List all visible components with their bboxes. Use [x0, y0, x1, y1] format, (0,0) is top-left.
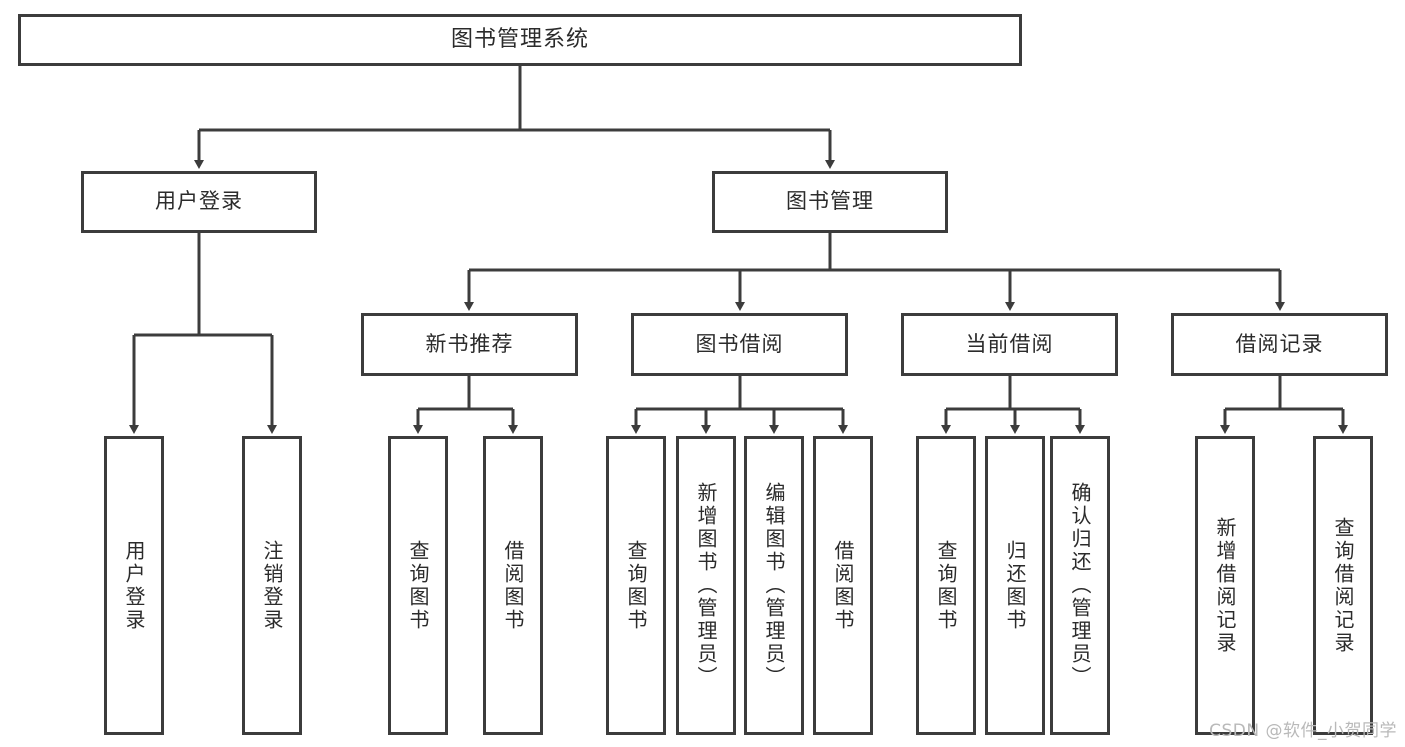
node-label: 借阅图书: [501, 539, 525, 632]
leaf-book-borrow-query[interactable]: 查询图书: [606, 436, 666, 735]
node-book-borrow[interactable]: 图书借阅: [631, 313, 848, 376]
node-label: 图书管理: [786, 189, 874, 214]
node-label: 借阅图书: [831, 539, 855, 632]
node-label: 查询图书: [934, 539, 958, 632]
node-label: 当前借阅: [965, 331, 1054, 356]
node-label: 归还图书: [1003, 539, 1027, 632]
leaf-book-borrow-add[interactable]: 新增图书（管理员）: [676, 436, 736, 735]
leaf-book-borrow-borrow[interactable]: 借阅图书: [813, 436, 873, 735]
leaf-borrow-record-query[interactable]: 查询借阅记录: [1313, 436, 1373, 735]
node-label: 查询借阅记录: [1331, 516, 1355, 655]
node-label: 用户登录: [122, 539, 146, 632]
leaf-current-borrow-return[interactable]: 归还图书: [985, 436, 1045, 735]
leaf-book-borrow-edit[interactable]: 编辑图书（管理员）: [744, 436, 804, 735]
leaf-borrow-record-add[interactable]: 新增借阅记录: [1195, 436, 1255, 735]
node-current-borrow[interactable]: 当前借阅: [901, 313, 1118, 376]
leaf-new-book-query[interactable]: 查询图书: [388, 436, 448, 735]
csdn-watermark: CSDN @软件_小贺同学: [1209, 721, 1397, 741]
node-label: 编辑图书（管理员）: [762, 482, 786, 689]
node-label: 新增图书（管理员）: [694, 482, 718, 689]
node-borrow-record[interactable]: 借阅记录: [1171, 313, 1388, 376]
node-label: 注销登录: [260, 539, 284, 632]
leaf-current-borrow-query[interactable]: 查询图书: [916, 436, 976, 735]
node-label: 查询图书: [406, 539, 430, 632]
node-label: 用户登录: [155, 189, 243, 214]
node-label: 图书借阅: [695, 331, 784, 356]
node-label: 借阅记录: [1235, 331, 1324, 356]
node-user-login[interactable]: 用户登录: [81, 171, 317, 233]
node-root-book-management-system[interactable]: 图书管理系统: [18, 14, 1022, 66]
leaf-user-login-login[interactable]: 用户登录: [104, 436, 164, 735]
leaf-user-login-logout[interactable]: 注销登录: [242, 436, 302, 735]
node-label: 新增借阅记录: [1213, 516, 1237, 655]
node-new-book-recommend[interactable]: 新书推荐: [361, 313, 578, 376]
leaf-current-borrow-confirm-return[interactable]: 确认归还（管理员）: [1050, 436, 1110, 735]
leaf-new-book-borrow[interactable]: 借阅图书: [483, 436, 543, 735]
node-label: 图书管理系统: [450, 26, 589, 52]
node-label: 确认归还（管理员）: [1068, 482, 1092, 689]
node-book-management[interactable]: 图书管理: [712, 171, 948, 233]
node-label: 新书推荐: [425, 331, 514, 356]
node-label: 查询图书: [624, 539, 648, 632]
